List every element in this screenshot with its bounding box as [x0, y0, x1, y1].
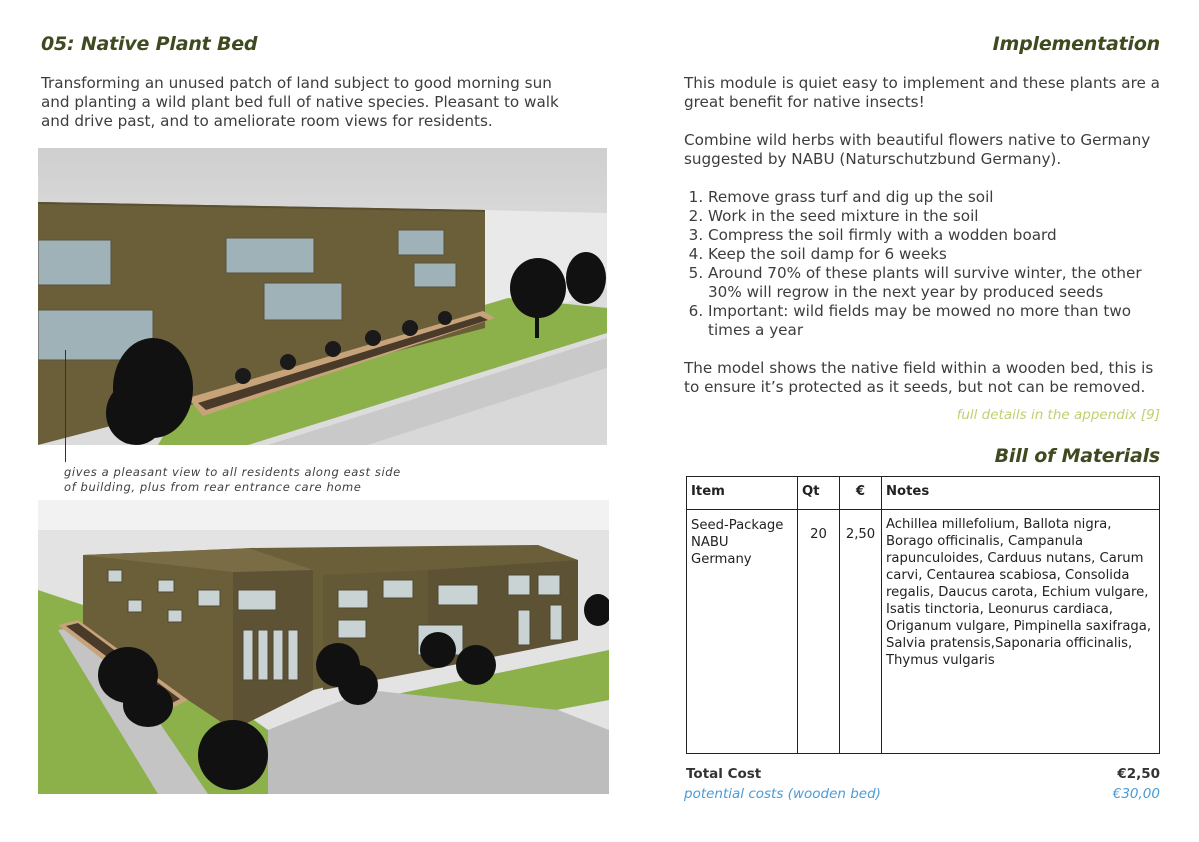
cell-qt: 20	[797, 509, 840, 754]
intro-paragraph: Transforming an unused patch of land sub…	[41, 74, 559, 130]
step-item: Remove grass turf and dig up the soil	[708, 188, 1162, 207]
total-cost-label: Total Cost	[686, 766, 762, 782]
potential-costs-value: €30,00	[1112, 786, 1160, 802]
section-title: 05: Native Plant Bed	[41, 33, 258, 55]
implementation-para-3: The model shows the native field within …	[684, 359, 1154, 396]
total-cost-value: €2,50	[1117, 766, 1160, 782]
step-item: Around 70% of these plants will survive …	[708, 264, 1162, 302]
bom-heading: Bill of Materials	[994, 445, 1161, 467]
step-item: Compress the soil firmly with a wodden b…	[708, 226, 1162, 245]
col-item-header: Item	[686, 476, 798, 510]
implementation-para-2: Combine wild herbs with beautiful flower…	[684, 131, 1151, 168]
render-caption: gives a pleasant view to all residents a…	[64, 465, 401, 494]
implementation-text: This module is quiet easy to implement a…	[684, 74, 1162, 397]
caption-leader-line	[65, 350, 66, 462]
step-item: Work in the seed mixture in the soil	[708, 207, 1162, 226]
table-header-row: Item Qt € Notes	[686, 476, 1160, 510]
bill-of-materials-table: Item Qt € Notes Seed-Package NABU German…	[686, 476, 1160, 754]
step-item: Important: wild fields may be mowed no m…	[708, 302, 1162, 340]
cell-notes: Achillea millefolium, Ballota nigra, Bor…	[881, 509, 1160, 754]
col-notes-header: Notes	[881, 476, 1160, 510]
potential-costs-label: potential costs (wooden bed)	[684, 786, 881, 802]
appendix-reference: full details in the appendix [9]	[956, 407, 1160, 423]
implementation-para-1: This module is quiet easy to implement a…	[684, 74, 1160, 111]
col-qt-header: Qt	[797, 476, 840, 510]
implementation-heading: Implementation	[992, 33, 1161, 55]
step-item: Keep the soil damp for 6 weeks	[708, 245, 1162, 264]
model-render-side-view	[38, 148, 607, 445]
cell-price: 2,50	[839, 509, 882, 754]
cell-item: Seed-Package NABU Germany	[686, 509, 798, 754]
model-render-aerial-view	[38, 500, 609, 794]
implementation-steps: Remove grass turf and dig up the soil Wo…	[684, 188, 1162, 340]
table-row: Seed-Package NABU Germany 20 2,50 Achill…	[686, 509, 1160, 754]
col-price-header: €	[839, 476, 882, 510]
